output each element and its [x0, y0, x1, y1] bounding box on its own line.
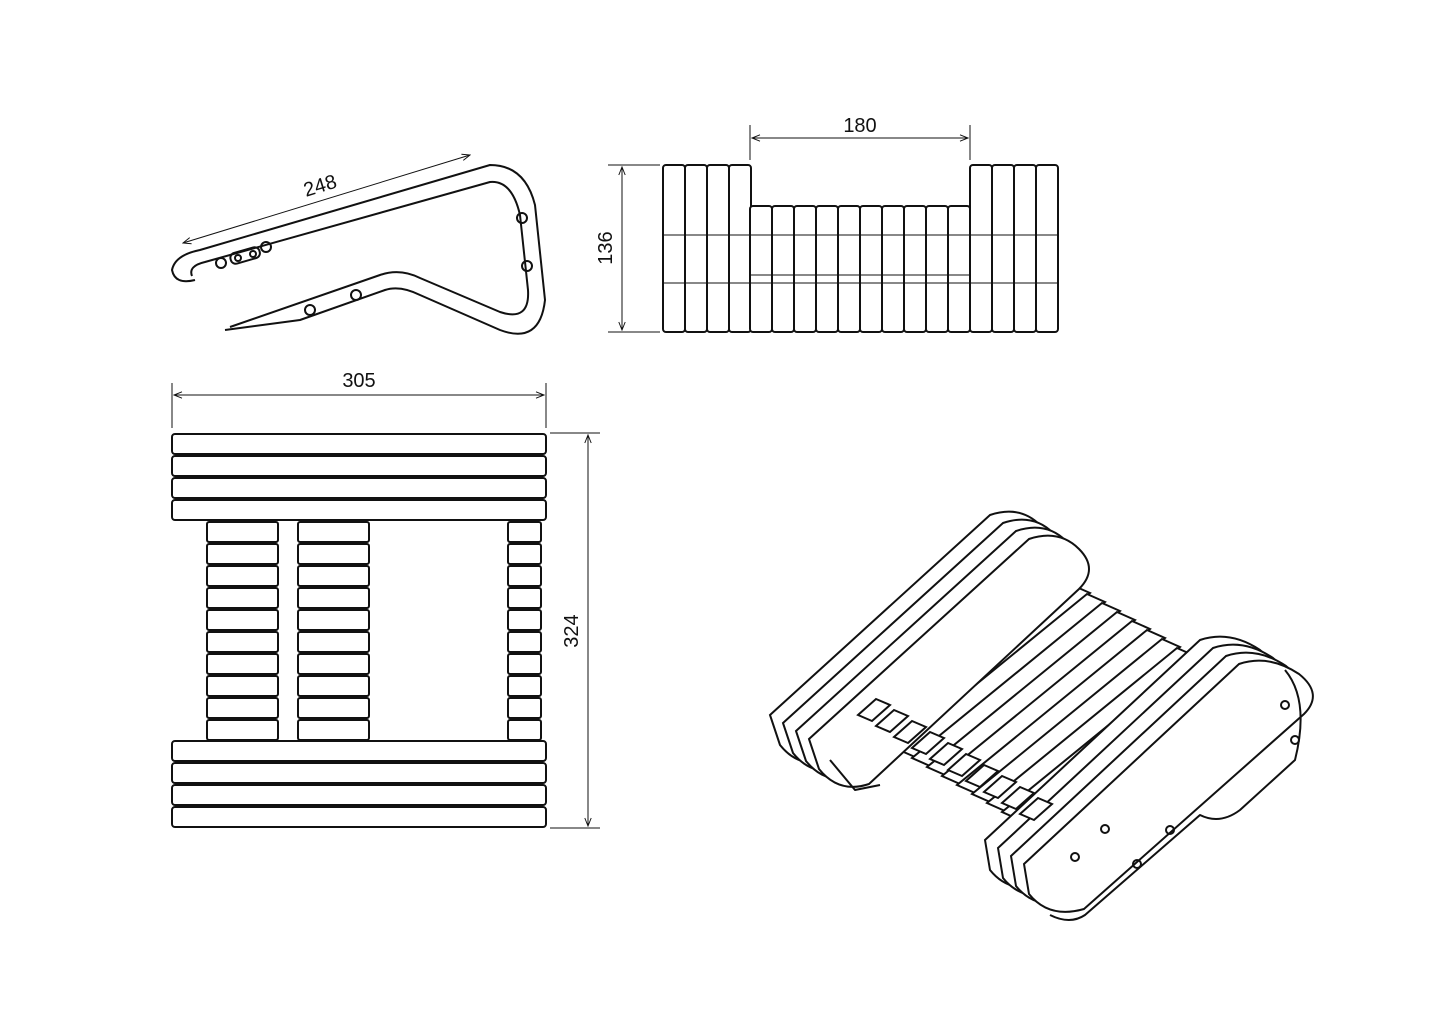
iso-slat — [964, 763, 1000, 789]
side-view: 248 — [171, 155, 546, 335]
iso-slat — [874, 708, 910, 734]
top-slat — [507, 675, 542, 697]
top-slat — [507, 631, 542, 653]
top-slat — [507, 543, 542, 565]
front-slat — [728, 164, 752, 333]
top-slat — [206, 609, 279, 631]
top-slat — [171, 740, 547, 762]
front-slat — [837, 205, 861, 333]
top-slat — [507, 609, 542, 631]
iso-slat — [928, 741, 964, 767]
top-slat — [171, 455, 547, 477]
iso-slat — [1018, 796, 1054, 822]
top-slat — [171, 499, 547, 521]
dimension-label-180: 180 — [843, 115, 876, 137]
iso-bolt — [1165, 825, 1175, 835]
front-slat — [881, 205, 905, 333]
dimension-line-248 — [183, 155, 470, 243]
front-slat — [1013, 164, 1037, 333]
top-slat — [171, 762, 547, 784]
top-slat — [171, 433, 547, 455]
dimension-label-305: 305 — [342, 370, 375, 392]
top-slat — [206, 587, 279, 609]
top-slat — [206, 565, 279, 587]
top-slat — [507, 719, 542, 741]
top-slat — [297, 675, 370, 697]
top-slat — [507, 587, 542, 609]
top-slat — [297, 653, 370, 675]
front-dimensions: 180 136 — [595, 115, 971, 333]
front-slat — [925, 205, 949, 333]
top-slat — [297, 609, 370, 631]
iso-bolt — [1132, 859, 1142, 869]
top-slat — [206, 719, 279, 741]
top-slat — [206, 521, 279, 543]
iso-slat — [892, 719, 928, 745]
iso-slat — [946, 752, 982, 778]
front-slat — [859, 205, 883, 333]
top-slat — [507, 521, 542, 543]
iso-outline — [829, 759, 881, 791]
top-slat — [171, 784, 547, 806]
iso-slat — [1022, 659, 1314, 913]
top-slat — [297, 631, 370, 653]
front-slat — [1035, 164, 1059, 333]
top-slat — [206, 697, 279, 719]
front-slat — [991, 164, 1015, 333]
iso-bolt — [1100, 824, 1110, 834]
front-slat — [684, 164, 708, 333]
top-slat — [297, 565, 370, 587]
dimension-label-324: 324 — [561, 614, 583, 647]
top-slat — [297, 697, 370, 719]
front-slat — [793, 205, 817, 333]
iso-slat — [910, 730, 946, 756]
iso-bolt — [1280, 700, 1290, 710]
top-dimensions: 305 324 — [171, 370, 600, 829]
dimension-label-136: 136 — [595, 231, 617, 264]
iso-slat — [856, 697, 892, 723]
front-slat — [815, 205, 839, 333]
top-slat — [507, 565, 542, 587]
iso-bolt — [1070, 852, 1080, 862]
top-slat — [206, 631, 279, 653]
top-slat — [507, 697, 542, 719]
top-slat — [297, 719, 370, 741]
front-view — [662, 164, 1059, 333]
top-slat — [171, 477, 547, 499]
front-slat — [947, 205, 971, 333]
isometric-view — [768, 510, 1314, 921]
top-slat — [206, 543, 279, 565]
front-slat — [771, 205, 795, 333]
top-slat — [507, 653, 542, 675]
top-slat — [206, 675, 279, 697]
top-slat — [171, 806, 547, 828]
front-slat — [969, 164, 993, 333]
iso-slat — [1000, 785, 1036, 811]
top-slat — [297, 587, 370, 609]
front-slat — [706, 164, 730, 333]
iso-bolt — [1290, 735, 1300, 745]
top-slat — [206, 653, 279, 675]
front-slat — [749, 205, 773, 333]
top-slat — [297, 521, 370, 543]
front-slat — [903, 205, 927, 333]
front-slat — [662, 164, 686, 333]
top-view — [171, 433, 547, 828]
iso-outline — [1049, 669, 1302, 921]
iso-slat — [982, 774, 1018, 800]
top-slat — [297, 543, 370, 565]
